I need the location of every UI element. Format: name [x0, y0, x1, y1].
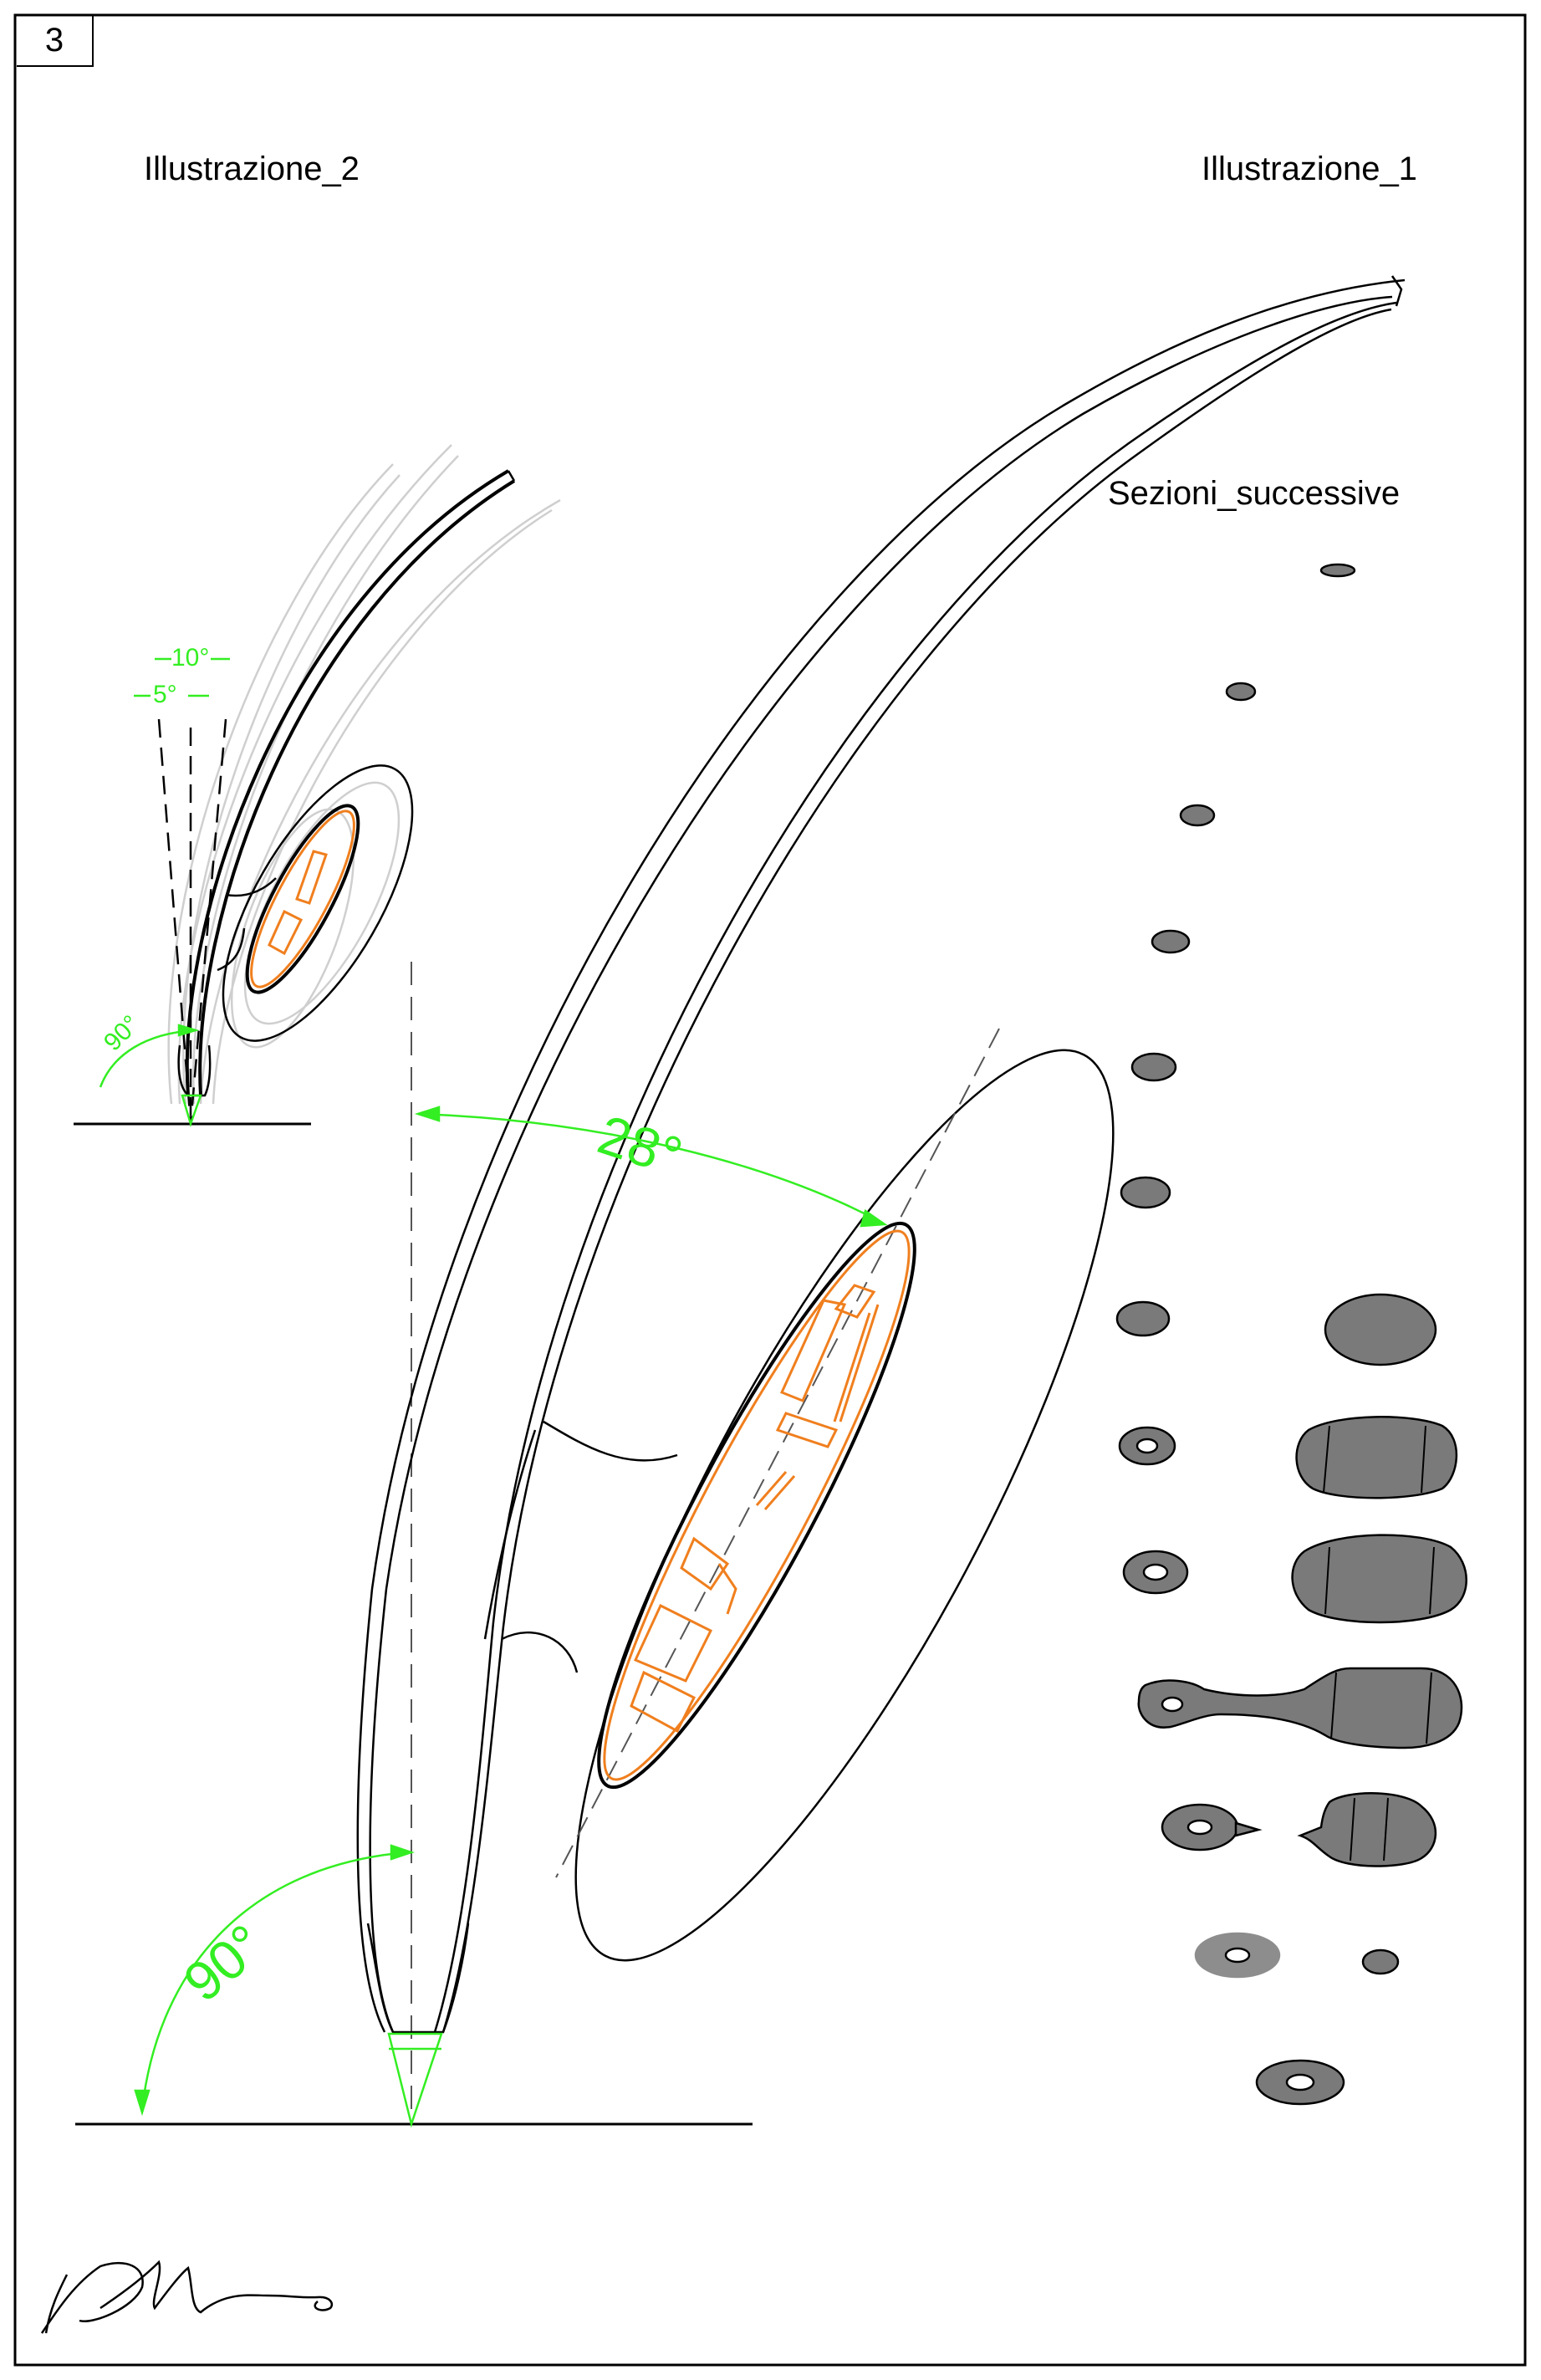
page-number: 3 [17, 15, 94, 67]
section-1 [1319, 563, 1356, 578]
section-17 [1361, 1948, 1400, 1975]
illustration-1-orange-detail [603, 1229, 911, 1781]
illustration-1-angle-marks [134, 1106, 888, 2128]
illustration-2-ghosts [167, 444, 561, 1105]
signature [40, 2260, 334, 2334]
section-15 [1297, 1792, 1437, 1867]
section-8 [1324, 1293, 1437, 1366]
section-2 [1225, 682, 1257, 702]
title-sezioni-successive: Sezioni_successive [1108, 475, 1401, 512]
section-12 [1291, 1534, 1467, 1624]
illustration-2 [74, 469, 516, 1126]
sheet-border [13, 13, 1527, 2367]
section-10 [1295, 1416, 1458, 1499]
section-7 [1115, 1300, 1171, 1337]
sections [1115, 563, 1467, 2106]
section-4 [1151, 929, 1191, 954]
title-illustrazione-2: Illustrazione_2 [144, 151, 360, 187]
angle-label-10: 10° [171, 644, 210, 672]
illustration-1 [75, 275, 1406, 2126]
illustration-2-orange-detail [250, 810, 355, 988]
angle-label-5: 5° [153, 681, 177, 708]
section-3 [1179, 804, 1216, 827]
section-6 [1120, 1176, 1171, 1209]
illustration-2-angle-marks [99, 657, 230, 1128]
title-illustrazione-1: Illustrazione_1 [1202, 151, 1417, 187]
section-13 [1137, 1667, 1463, 1749]
section-5 [1130, 1052, 1177, 1082]
